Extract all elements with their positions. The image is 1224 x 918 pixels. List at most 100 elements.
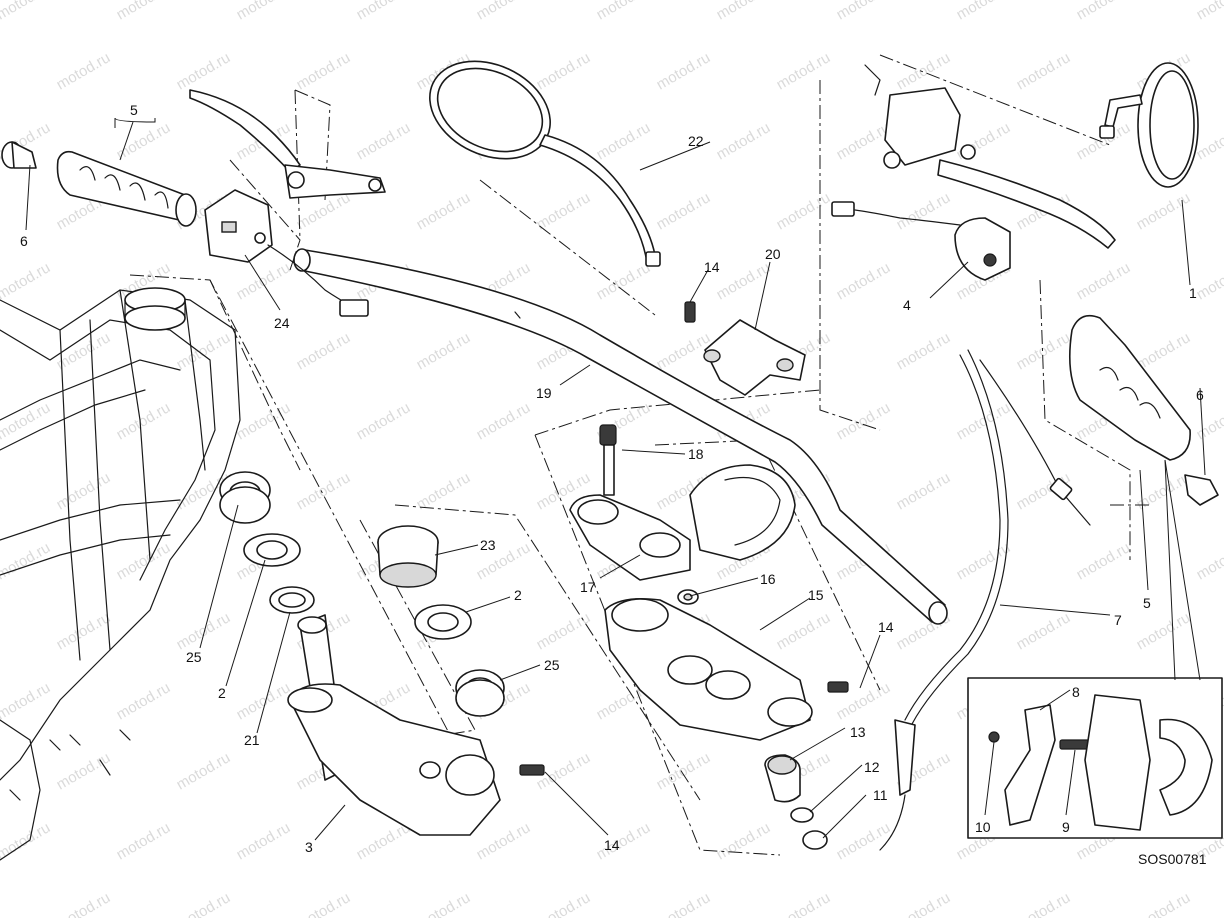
watermark-text: motod.ru [654, 329, 714, 373]
callout-23: 23 [480, 537, 496, 553]
frame [0, 287, 241, 861]
watermark-text: motod.ru [114, 399, 174, 443]
watermark-text: motod.ru [834, 259, 894, 303]
watermark-text: motod.ru [1134, 889, 1194, 918]
callout-3: 3 [305, 839, 313, 855]
lower-triple-clamp-15 [604, 597, 849, 741]
watermark-text: motod.ru [594, 0, 654, 23]
callout-21: 21 [244, 732, 260, 748]
watermark-text: motod.ru [894, 889, 954, 918]
callout-18: 18 [688, 446, 704, 462]
callout-14-right: 14 [878, 619, 894, 635]
watermark-text: motod.ru [294, 469, 354, 513]
watermark-text: motod.ru [1074, 259, 1134, 303]
watermark-text: motod.ru [174, 889, 234, 918]
watermark-text: motod.ru [714, 819, 774, 863]
watermark-text: motod.ru [474, 0, 534, 23]
callout-19: 19 [536, 385, 552, 401]
callout-5-left: 5 [130, 102, 138, 118]
watermark-text: motod.ru [1194, 399, 1224, 443]
callout-14-bottom: 14 [604, 837, 620, 853]
watermark-text: motod.ru [894, 49, 954, 93]
callout-17: 17 [580, 579, 596, 595]
watermark-text: motod.ru [534, 189, 594, 233]
watermark-text: motod.ru [1194, 0, 1224, 23]
watermark-text: motod.ru [354, 399, 414, 443]
watermark-text: motod.ru [174, 609, 234, 653]
callout-12: 12 [864, 759, 880, 775]
callout-11: 11 [873, 787, 888, 803]
callout-15: 15 [808, 587, 824, 603]
watermark-text: motod.ru [954, 0, 1014, 23]
watermark-text: motod.ru [354, 0, 414, 23]
watermark-text: motod.ru [54, 609, 114, 653]
leader-lines [25, 117, 1206, 841]
watermark-text: motod.ru [114, 0, 174, 23]
watermark-text: motod.ru [894, 469, 954, 513]
steering-stem-3 [287, 614, 545, 836]
watermark-text: motod.ru [54, 49, 114, 93]
watermark-text: motod.ru [474, 819, 534, 863]
watermark-text: motod.ru [834, 0, 894, 23]
detail-inset [967, 459, 1223, 839]
watermark-text: motod.ru [114, 819, 174, 863]
watermark-text: motod.ru [294, 49, 354, 93]
bushings-11-13 [764, 754, 828, 850]
callout-labels: 1 2 2 3 4 5 5 6 6 7 8 9 10 11 12 13 14 1… [20, 102, 1207, 867]
watermark-text: motod.ru [714, 0, 774, 23]
callout-1: 1 [1189, 285, 1197, 301]
watermark-text: motod.ru [774, 49, 834, 93]
callout-8: 8 [1072, 684, 1080, 700]
callout-2-left: 2 [218, 685, 226, 701]
right-controls [831, 64, 1219, 851]
callout-16: 16 [760, 571, 776, 587]
watermark-text: motod.ru [594, 119, 654, 163]
watermark-text: motod.ru [534, 889, 594, 918]
watermark-text: motod.ru [654, 889, 714, 918]
upper-triple-clamp [569, 424, 796, 605]
watermark-text: motod.ru [954, 539, 1014, 583]
watermark-text: motod.ru [294, 329, 354, 373]
watermark-text: motod.ru [234, 259, 294, 303]
watermark-text: motod.ru [294, 889, 354, 918]
callout-25-left: 25 [186, 649, 202, 665]
watermark-text: motod.ru [1074, 539, 1134, 583]
watermark-text: motod.ru [534, 49, 594, 93]
callout-22: 22 [688, 133, 704, 149]
watermark-text: motod.ru [234, 0, 294, 23]
drawing-reference: SOS00781 [1138, 851, 1207, 867]
watermark-text: motod.ru [894, 329, 954, 373]
watermark-text: motod.ru [774, 889, 834, 918]
callout-25-mid: 25 [544, 657, 560, 673]
watermark-text: motod.ru [1194, 539, 1224, 583]
callout-10: 10 [975, 819, 991, 835]
watermark-text: motod.ru [534, 609, 594, 653]
watermark-text: motod.ru [954, 399, 1014, 443]
watermark-text: motod.ru [0, 819, 53, 863]
callout-7: 7 [1114, 612, 1122, 628]
callout-2-mid: 2 [514, 587, 522, 603]
watermark-text: motod.ru [0, 539, 53, 583]
callout-24: 24 [274, 315, 290, 331]
watermark-text: motod.ru [354, 119, 414, 163]
left-controls [1, 89, 386, 317]
watermark-text: motod.ru [834, 399, 894, 443]
watermark-text: motod.ru [174, 329, 234, 373]
watermark-text: motod.ru [114, 679, 174, 723]
watermark-text: motod.ru [54, 889, 114, 918]
callout-6-right: 6 [1196, 387, 1204, 403]
watermark-text: motod.ru [114, 119, 174, 163]
watermark-text: motod.ru [594, 819, 654, 863]
watermark-text: motod.ru [834, 819, 894, 863]
callout-20: 20 [765, 246, 781, 262]
watermark-text: motod.ru [1074, 0, 1134, 23]
watermark-text: motod.ru [1014, 609, 1074, 653]
watermark-text: motod.ru [474, 399, 534, 443]
watermark-text: motod.ru [0, 259, 53, 303]
handlebar-clamp [684, 301, 806, 396]
mirror-right [1099, 62, 1199, 188]
watermark-text: motod.ru [234, 679, 294, 723]
watermark-text: motod.ru [1134, 609, 1194, 653]
watermark-text: motod.ru [1194, 259, 1224, 303]
